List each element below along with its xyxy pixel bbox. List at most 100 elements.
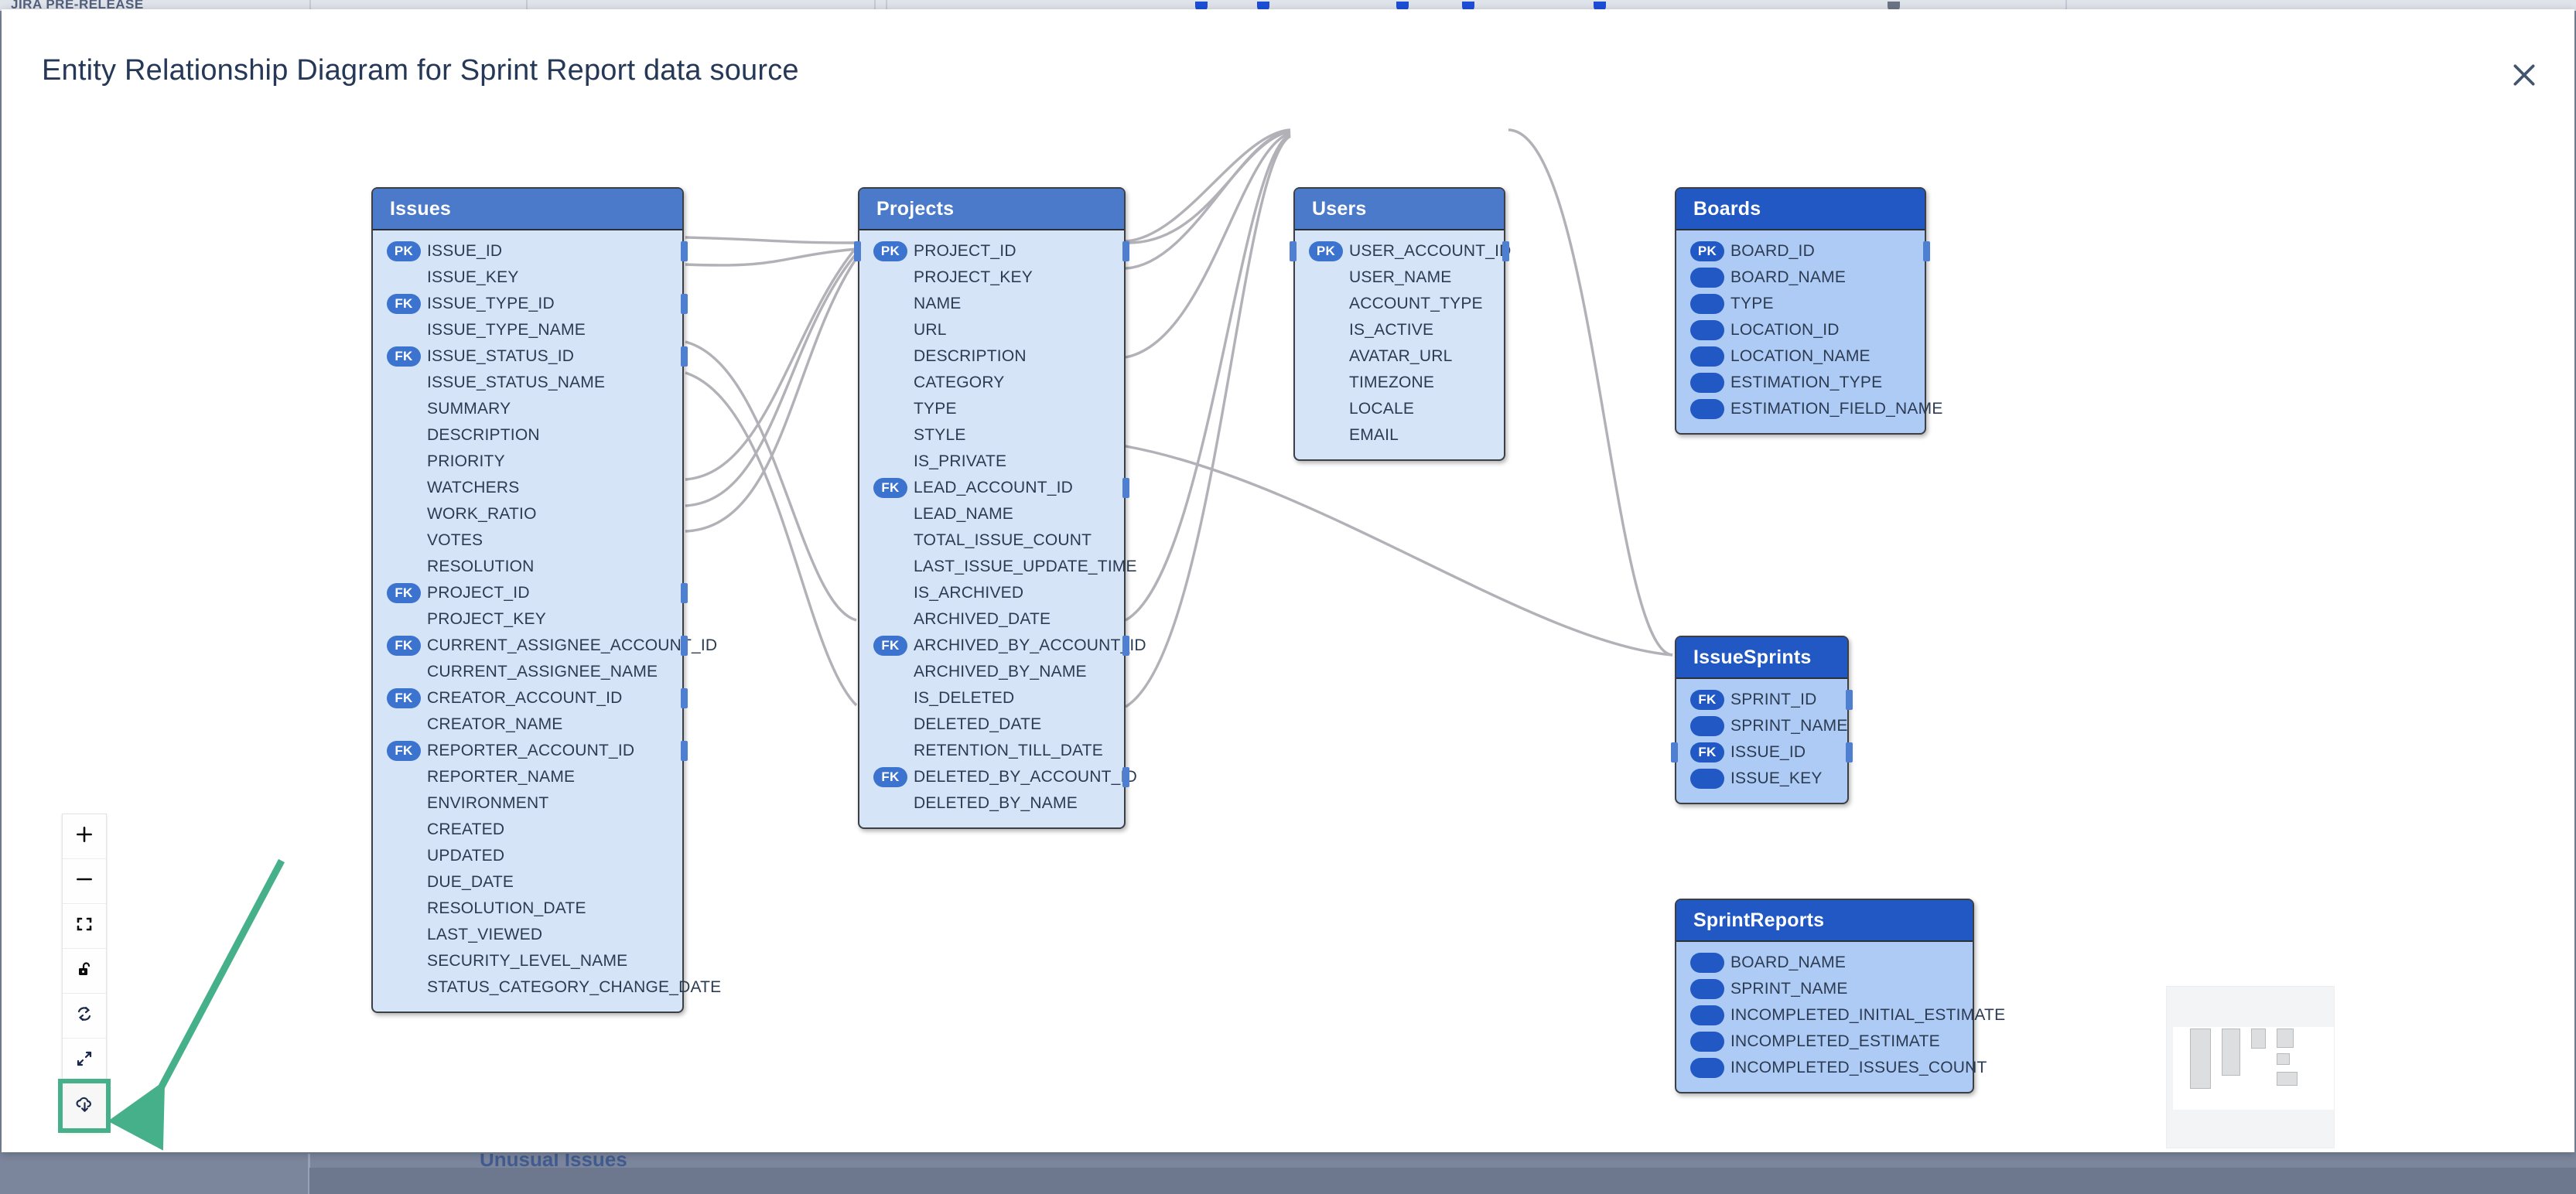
erd-table-title: Projects (876, 197, 955, 220)
erd-field-row: PK BOARD_ID (1676, 238, 1925, 264)
collapse-arrows-icon (75, 1049, 94, 1072)
erd-field-name: PROJECT_KEY (914, 268, 1033, 286)
key-badge-placeholder (387, 977, 421, 998)
erd-field-name: CREATOR_ACCOUNT_ID (427, 689, 623, 707)
erd-table-header: Issues (373, 189, 682, 230)
key-badge-placeholder (873, 793, 907, 814)
edge-handle-left[interactable] (1671, 742, 1678, 762)
background-lower-strip: Unusual Issues (0, 1154, 2576, 1194)
erd-table-header: IssueSprints (1676, 637, 1847, 679)
erd-field-row: INCOMPLETED_INITIAL_ESTIMATE (1676, 1002, 2005, 1029)
edge-handle-right[interactable] (1846, 742, 1853, 762)
erd-modal: Entity Relationship Diagram for Sprint R… (2, 9, 2574, 1152)
canvas-controls[interactable] (58, 814, 111, 1133)
edge-handle-left[interactable] (854, 241, 861, 261)
erd-field-name: BOARD_ID (1730, 242, 1815, 260)
erd-field-row: LOCALE (1295, 396, 1504, 422)
edge-handle-right[interactable] (1502, 241, 1509, 261)
edge-handle-right[interactable] (681, 294, 688, 314)
key-badge-placeholder (1309, 320, 1343, 340)
erd-field-row: AVATAR_URL (1295, 343, 1504, 370)
erd-field-row: DESCRIPTION (859, 343, 1124, 370)
edge-handle-right[interactable] (681, 688, 688, 708)
edge-handle-right[interactable] (1122, 636, 1129, 656)
lock-button[interactable] (63, 949, 106, 994)
erd-field-row: VOTES (373, 527, 682, 554)
erd-table-title: Boards (1693, 197, 1761, 220)
edge-handle-right[interactable] (681, 583, 688, 603)
edge-handle-right[interactable] (681, 241, 688, 261)
erd-field-row: ESTIMATION_FIELD_NAME (1676, 396, 1942, 422)
erd-field-name: CURRENT_ASSIGNEE_NAME (427, 663, 658, 681)
edge-handle-left[interactable] (1290, 241, 1297, 261)
erd-field-row: ISSUE_STATUS_NAME (373, 370, 682, 396)
erd-field-row: LAST_ISSUE_UPDATE_TIME (859, 554, 1137, 580)
key-badge-placeholder (387, 899, 421, 919)
edge-handle-right[interactable] (681, 346, 688, 367)
relayout-button[interactable] (63, 994, 106, 1039)
edge-handle-right[interactable] (1846, 690, 1853, 710)
erd-field-name: IS_ACTIVE (1349, 321, 1434, 339)
erd-table-title: IssueSprints (1693, 646, 1812, 668)
key-badge-placeholder (387, 793, 421, 814)
erd-field-name: ENVIRONMENT (427, 794, 549, 812)
primary-key-badge: PK (1690, 241, 1724, 261)
erd-field-name: ESTIMATION_FIELD_NAME (1730, 400, 1943, 418)
erd-field-name: TYPE (914, 400, 957, 418)
erd-field-row: SECURITY_LEVEL_NAME (373, 948, 682, 974)
erd-field-name: USER_ACCOUNT_ID (1349, 242, 1512, 260)
collapse-button[interactable] (63, 1039, 106, 1083)
edge-handle-right[interactable] (1122, 767, 1129, 787)
fit-view-button[interactable] (63, 904, 106, 949)
edge-handle-right[interactable] (1122, 241, 1129, 261)
key-badge-placeholder (387, 872, 421, 892)
primary-key-badge: PK (1309, 241, 1343, 261)
erd-field-name: WATCHERS (427, 479, 520, 496)
minimap-node (2277, 1029, 2294, 1048)
close-button[interactable] (2502, 53, 2547, 97)
foreign-key-badge: FK (387, 294, 421, 314)
erd-field-name: REPORTER_ACCOUNT_ID (427, 742, 635, 759)
key-badge-placeholder (873, 557, 907, 577)
edge-handle-right[interactable] (681, 741, 688, 761)
download-pdf-button[interactable] (58, 1079, 111, 1133)
key-badge-placeholder (1690, 716, 1724, 736)
zoom-in-button[interactable] (63, 814, 106, 859)
edge-handle-right[interactable] (681, 636, 688, 656)
erd-field-name: ARCHIVED_BY_NAME (914, 663, 1087, 681)
erd-field-row: CREATOR_NAME (373, 711, 682, 738)
minimap-viewport[interactable] (2173, 1027, 2334, 1110)
zoom-out-button[interactable] (63, 859, 106, 904)
key-badge-placeholder (873, 662, 907, 682)
foreign-key-badge: FK (387, 583, 421, 603)
erd-field-row: PK USER_ACCOUNT_ID (1295, 238, 1511, 264)
key-badge-placeholder (1309, 294, 1343, 314)
erd-field-name: SUMMARY (427, 400, 511, 418)
key-badge-placeholder (873, 741, 907, 761)
key-badge-placeholder (1309, 425, 1343, 445)
erd-field-name: PROJECT_ID (914, 242, 1016, 260)
erd-field-row: TOTAL_ISSUE_COUNT (859, 527, 1124, 554)
erd-field-name: TOTAL_ISSUE_COUNT (914, 531, 1092, 549)
erd-field-name: STYLE (914, 426, 966, 444)
erd-field-row: ISSUE_KEY (1676, 766, 1847, 792)
edge-handle-right[interactable] (1923, 241, 1930, 261)
erd-field-name: DESCRIPTION (914, 347, 1027, 365)
erd-field-row: TYPE (859, 396, 1124, 422)
erd-field-row: INCOMPLETED_ESTIMATE (1676, 1029, 1973, 1055)
edge-handle-right[interactable] (1122, 478, 1129, 498)
minimap[interactable] (2166, 986, 2335, 1148)
